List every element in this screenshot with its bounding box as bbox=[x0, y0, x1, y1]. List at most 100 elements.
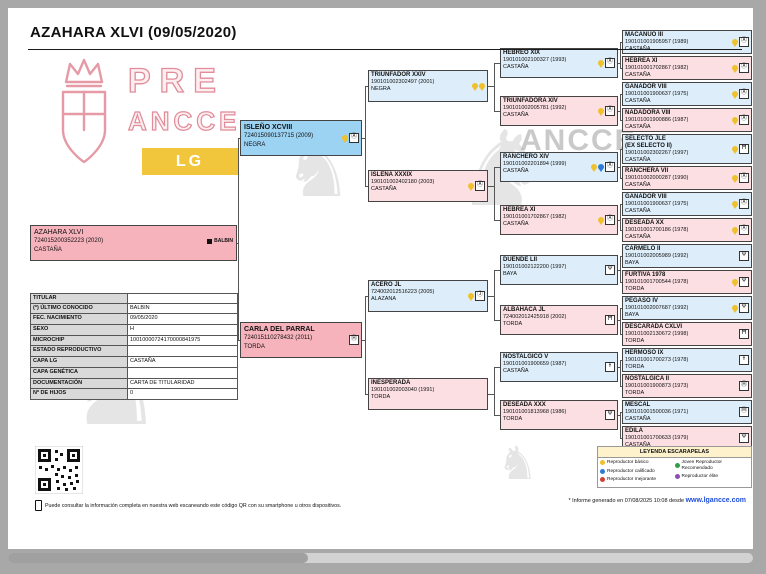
brand-icon: Ψ bbox=[739, 433, 749, 443]
brand-icon: Ⓐ bbox=[605, 162, 615, 172]
horse-name: ISLEÑA XXXIX bbox=[371, 172, 413, 178]
horse-code: 190101002005989 (1992) bbox=[625, 252, 689, 259]
brand-icon: Ⓐ bbox=[739, 199, 749, 209]
award-icons: Ŧ bbox=[739, 355, 749, 365]
pedigree-connector bbox=[494, 320, 500, 321]
horse-code: 190101001900873 (1973) bbox=[625, 382, 689, 389]
rosette-icon bbox=[468, 183, 474, 191]
brand-icon: Ⓗ bbox=[739, 381, 749, 391]
brand-icon: Ⓐ bbox=[739, 89, 749, 99]
rosette-icon bbox=[591, 164, 597, 172]
subject-box: AZAHARA XLVI 724015200352223 (2020) BALB… bbox=[30, 225, 237, 261]
pedigree-connector bbox=[365, 86, 368, 87]
award-icons: Ψ bbox=[605, 410, 615, 420]
pedigree-box: SELECTO JLE(EX SELECTO II)19010100230226… bbox=[622, 134, 752, 164]
brand-icon: Ħ bbox=[739, 329, 749, 339]
horse-coat: TORDA bbox=[625, 363, 645, 370]
pedigree-connector bbox=[620, 178, 622, 179]
page-title: AZAHARA XLVI (09/05/2020) bbox=[30, 24, 237, 41]
rosette-icon bbox=[732, 175, 738, 183]
rosette-icon bbox=[732, 227, 738, 235]
pedigree-connector bbox=[620, 386, 622, 387]
rosette-icon bbox=[732, 65, 738, 73]
horse-coat: ALAZANA bbox=[371, 295, 397, 302]
detail-value: 09/05/2020 bbox=[130, 315, 158, 322]
pedigree-connector bbox=[620, 94, 622, 95]
award-icons: Ⓐ bbox=[732, 89, 749, 99]
award-icons: Ħ bbox=[605, 315, 615, 325]
horse-code: 190101002007687 (1992) bbox=[625, 304, 689, 311]
horse-code: 724015090137715 (2009) bbox=[244, 133, 314, 139]
award-icons: Ⓐ bbox=[732, 199, 749, 209]
award-icons: Ⓐ bbox=[591, 162, 615, 172]
horse-code: 190101001813968 (1986) bbox=[503, 408, 567, 415]
horse-code: 190101001900637 (1975) bbox=[625, 90, 689, 97]
lgancce-link[interactable]: www.lgancce.com bbox=[685, 497, 746, 504]
horse-coat: TORDA bbox=[371, 393, 391, 400]
legend-label: Joven Reproductor Recomendado bbox=[681, 460, 723, 471]
horse-name: DUENDE LII bbox=[503, 257, 538, 263]
detail-value: BALBIN bbox=[130, 304, 150, 311]
pedigree-connector bbox=[494, 167, 495, 220]
detail-value bbox=[128, 368, 237, 378]
brand-icon: Ⓐ bbox=[605, 58, 615, 68]
pedigree-connector bbox=[488, 86, 494, 87]
horse-code: 190101001700273 (1978) bbox=[625, 356, 689, 363]
rosette-icon bbox=[600, 468, 605, 474]
pedigree-connector bbox=[365, 296, 366, 394]
rosette-icon bbox=[674, 474, 680, 480]
pedigree-connector bbox=[365, 86, 366, 186]
logo-lg-badge: LG bbox=[142, 148, 238, 175]
title-rule bbox=[28, 49, 742, 50]
horse-code: 190101002000287 (1990) bbox=[625, 174, 689, 181]
detail-value bbox=[128, 294, 237, 303]
pedigree-connector bbox=[620, 282, 622, 283]
horizontal-scrollbar-track[interactable] bbox=[8, 553, 753, 563]
horse-coat: TORDA bbox=[625, 337, 645, 344]
award-icons: Ⓙ bbox=[468, 291, 485, 301]
horse-coat: CASTAÑA bbox=[625, 441, 651, 448]
horse-name: NOSTALGICO V bbox=[503, 354, 549, 360]
horse-name: DESEADA XX bbox=[625, 220, 664, 226]
pedigree-connector bbox=[362, 138, 365, 139]
horse-coat: BAYA bbox=[625, 311, 639, 318]
award-icons: Ħ bbox=[732, 144, 749, 154]
detail-label: MICROCHIP bbox=[31, 335, 128, 346]
award-icons: Ψ bbox=[739, 251, 749, 261]
pedigree-connector bbox=[620, 360, 622, 361]
horse-name: CARMELO II bbox=[625, 246, 661, 252]
horse-coat: CASTAÑA bbox=[503, 367, 529, 374]
subject-coat: CASTAÑA bbox=[34, 247, 62, 253]
detail-label: CAPA GENÉTICA bbox=[31, 367, 128, 378]
rosette-icon bbox=[732, 305, 738, 313]
brand-icon: Ħ bbox=[739, 144, 749, 154]
brand-icon bbox=[207, 239, 213, 244]
horse-name: ISLEÑO XCVIII bbox=[244, 124, 293, 131]
pedigree-connector bbox=[620, 438, 622, 439]
crown-shield-logo-icon bbox=[61, 58, 107, 164]
horizontal-scrollbar-thumb[interactable] bbox=[8, 553, 308, 563]
horse-code: 190101002302497 (2001) bbox=[371, 78, 435, 85]
pedigree-connector bbox=[494, 415, 500, 416]
subject-owner: BALBIN bbox=[214, 238, 233, 244]
legend-item: Reproductor calificado bbox=[600, 469, 675, 475]
horse-name: CARLA DEL PARRAL bbox=[244, 326, 315, 333]
detail-label: (*) ÚLTIMO CONOCIDO bbox=[31, 303, 128, 314]
pedigree-connector bbox=[238, 138, 239, 340]
